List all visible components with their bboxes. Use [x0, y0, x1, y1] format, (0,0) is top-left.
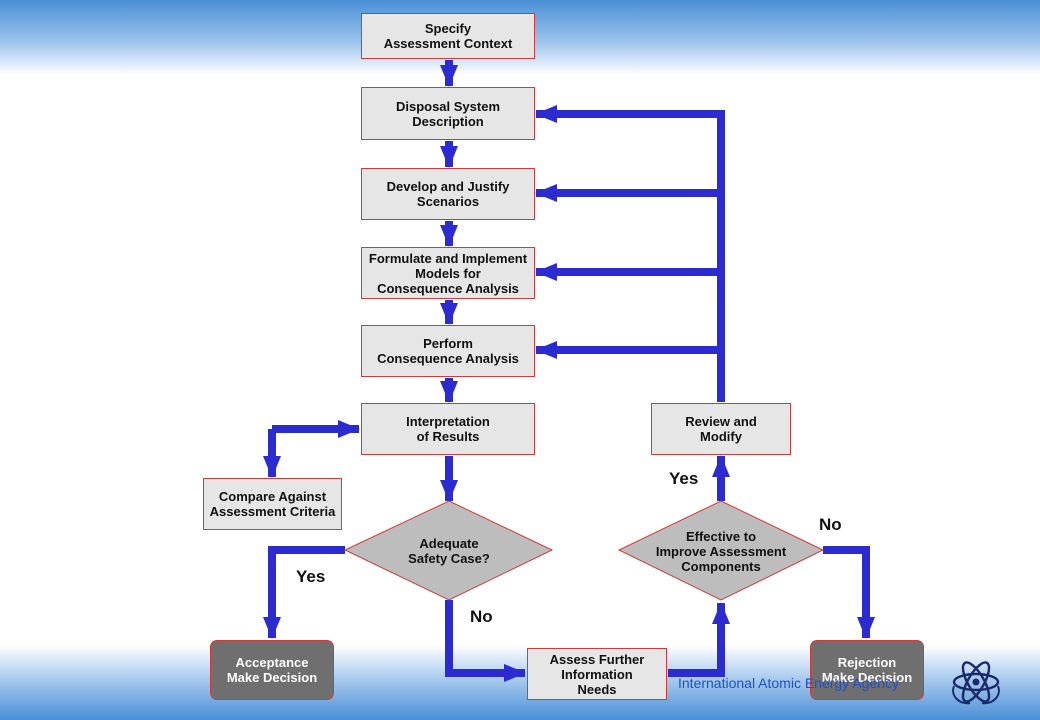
terminal-acceptance: Acceptance Make Decision [210, 640, 334, 700]
edge-label-yes-acceptance: Yes [296, 567, 326, 586]
box-perform-consequence-analysis: Perform Consequence Analysis [361, 325, 535, 377]
box-interpretation-of-results: Interpretation of Results [361, 403, 535, 455]
box-assess-further-information: Assess Further Information Needs [527, 648, 667, 700]
arrow-no-to-assess [445, 600, 526, 682]
decision-effective-shape [617, 500, 825, 601]
box-disposal-system-description: Disposal System Description [361, 87, 535, 140]
decision-effective-label: Effective to Improve Assessment Componen… [655, 528, 787, 574]
box-review-and-modify: Review and Modify [651, 403, 791, 455]
atom-logo-icon [952, 661, 1000, 705]
feedback-trunk [717, 110, 725, 402]
footer-organization-name: International Atomic Energy Agency [678, 675, 900, 691]
edge-label-no-assess: No [470, 607, 493, 626]
arrow-yes-to-acceptance [263, 546, 345, 639]
arrow-no-to-rejection [823, 546, 875, 639]
decision-adequate-label: Adequate Safety Case? [408, 536, 490, 566]
terminal-rejection: Rejection Make Decision [810, 640, 924, 700]
decision-adequate-shape [343, 500, 554, 601]
arrow-assess-to-effective [668, 602, 730, 677]
box-specify-assessment-context: Specify Assessment Context [361, 13, 535, 59]
box-formulate-implement-models: Formulate and Implement Models for Conse… [361, 247, 535, 299]
box-compare-against-criteria: Compare Against Assessment Criteria [203, 478, 342, 530]
edge-label-yes-review: Yes [669, 469, 699, 488]
edge-label-no-rejection: No [819, 515, 842, 534]
box-develop-justify-scenarios: Develop and Justify Scenarios [361, 168, 535, 220]
